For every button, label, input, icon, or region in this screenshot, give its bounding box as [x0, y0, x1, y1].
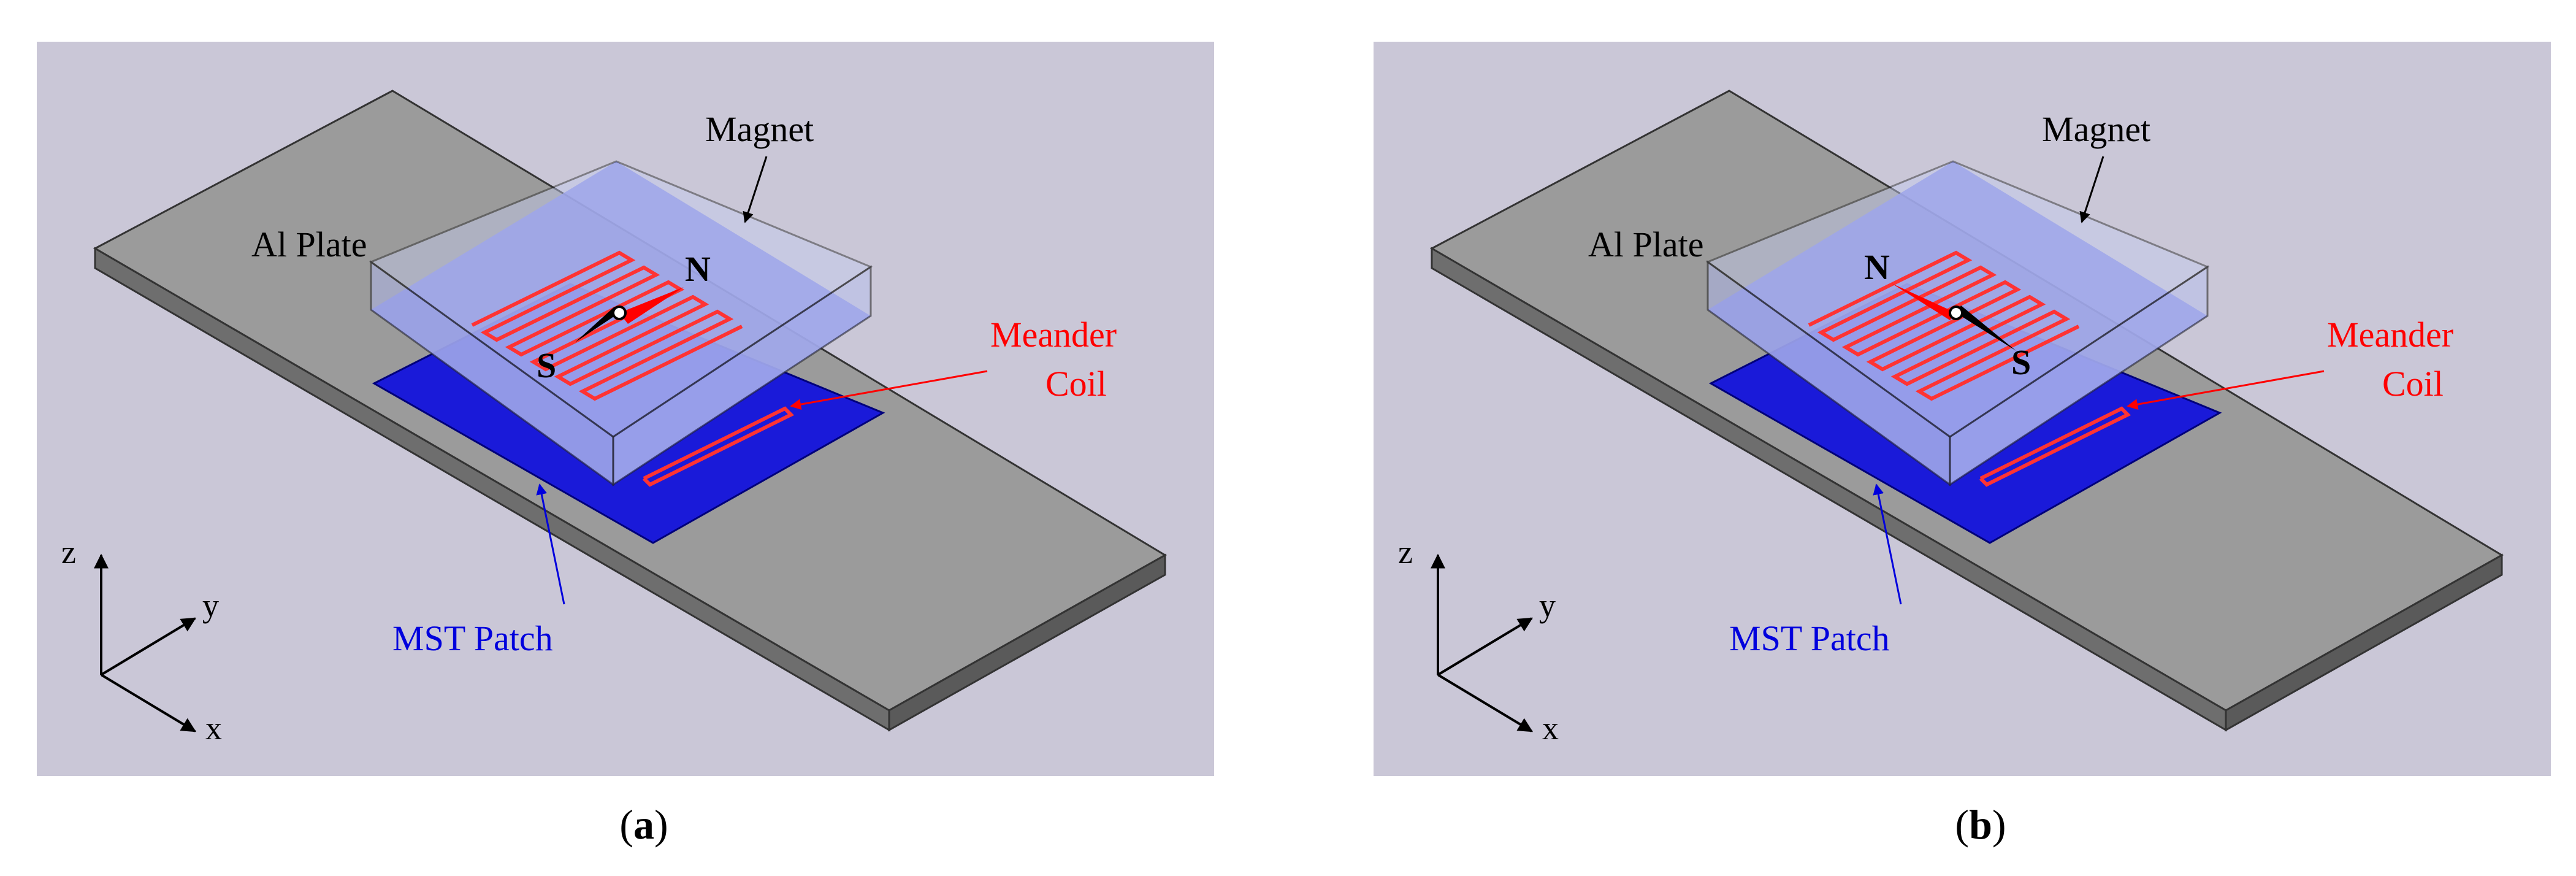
coil-label-line1: Meander [990, 315, 1117, 355]
plate-side-face [2225, 553, 2503, 732]
diagram-a: Magnet Al Plate Meander Coil MST Patch N… [37, 42, 1214, 776]
meander-coil [1808, 250, 2131, 487]
north-arrow [1892, 283, 1956, 320]
plate-side-face [888, 553, 1166, 732]
magnet-front-right-face [1949, 265, 2209, 486]
coordinate-axes [94, 553, 197, 732]
magnet-bottom-face [371, 161, 871, 485]
diagram-b: Magnet Al Plate Meander Coil MST Patch N… [1374, 42, 2551, 776]
caption-letter-b: b [1969, 801, 1992, 848]
magnetization-arrows [575, 287, 684, 342]
y-axis [1437, 617, 1534, 676]
y-axis-label: y [202, 587, 219, 624]
caption-b: (b) [1955, 801, 2006, 848]
coil-leader [790, 370, 988, 410]
magnet-top-face [1705, 160, 2210, 438]
coil-label-line2: Coil [2382, 364, 2444, 404]
south-arrow [575, 307, 619, 342]
coil-tail-path [1979, 406, 2131, 487]
coil-meander-path [1808, 250, 2080, 401]
patch-label: MST Patch [1729, 618, 1890, 658]
plate-label: Al Plate [251, 225, 367, 264]
magnet-leader [2079, 156, 2104, 223]
coil-label-line2: Coil [1045, 364, 1107, 404]
plate-label: Al Plate [1588, 225, 1703, 264]
coil-tail-path [642, 406, 795, 487]
z-axis-label: z [61, 534, 76, 571]
y-axis [100, 617, 197, 676]
coordinate-axes [1431, 553, 1534, 732]
patch-label: MST Patch [392, 618, 553, 658]
x-axis [100, 674, 197, 732]
coil-leader [2127, 370, 2325, 410]
magnet-top-face [369, 160, 873, 438]
magnet-label: Magnet [705, 109, 814, 149]
magnet-box [369, 160, 873, 486]
z-axis-label: z [1398, 534, 1413, 571]
caption-a: (a) [619, 801, 668, 848]
south-label: S [2011, 342, 2031, 382]
panel-a: Magnet Al Plate Meander Coil MST Patch N… [37, 42, 1214, 848]
north-arrow [619, 287, 684, 324]
meander-coil [471, 250, 795, 487]
south-arrow [1956, 305, 2016, 351]
pivot-circle [612, 305, 627, 320]
magnet-bottom-face [1708, 161, 2207, 485]
coil-meander-path [471, 250, 743, 401]
x-axis [1437, 674, 1534, 732]
magnet-box [1705, 160, 2210, 486]
x-axis-label: x [205, 710, 222, 747]
north-label: N [1864, 247, 1890, 287]
panel-b: Magnet Al Plate Meander Coil MST Patch N… [1337, 0, 2576, 876]
patch-leader [1873, 483, 1902, 605]
coil-label-line1: Meander [2327, 315, 2453, 355]
magnet-label: Magnet [2042, 109, 2150, 149]
patch-leader [536, 483, 565, 605]
south-label: S [537, 345, 556, 385]
x-axis-label: x [1542, 710, 1559, 747]
magnet-leader [743, 156, 768, 223]
magnetization-arrows [1892, 283, 2016, 351]
caption-letter-a: a [633, 801, 654, 848]
pivot-circle [1949, 305, 1963, 320]
north-label: N [685, 249, 711, 289]
y-axis-label: y [1539, 587, 1556, 624]
magnet-front-right-face [612, 265, 872, 486]
